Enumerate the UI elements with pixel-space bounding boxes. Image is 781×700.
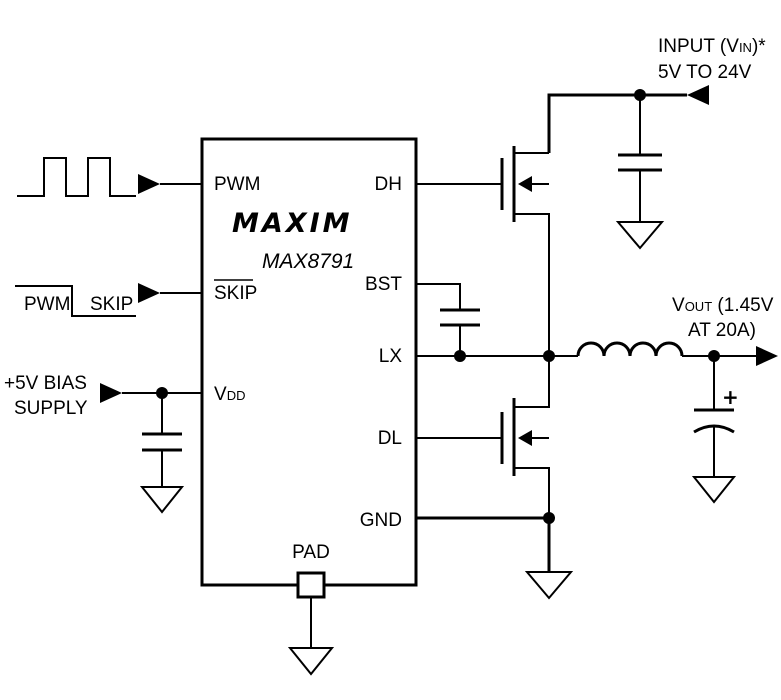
- vdd-ground-icon: [139, 486, 185, 514]
- pin-label-vdd: VDD: [214, 384, 245, 405]
- skip-signal-pwm: PWM: [24, 294, 70, 315]
- output-arrow-icon: [756, 346, 778, 366]
- vout-label: VOUT (1.45V: [672, 295, 774, 316]
- hs-source: [514, 213, 550, 356]
- pwm-waveform: [17, 157, 136, 197]
- pin-label-lx: LX: [379, 346, 403, 367]
- ic-body: [200, 137, 418, 587]
- power-ground-icon: [524, 571, 574, 600]
- input-range-label: 5V TO 24V: [658, 62, 752, 83]
- input-rail: [547, 93, 687, 153]
- pad-ground-icon: [287, 647, 335, 676]
- ic-part-number: MAX8791: [262, 250, 354, 273]
- vout-current-label: AT 20A): [688, 320, 756, 341]
- hs-body-arrow-icon: [518, 176, 532, 192]
- input-label: INPUT (VIN)*: [658, 36, 766, 57]
- out-cap-plus-icon: +: [722, 385, 739, 409]
- bst-lx-junction: [454, 350, 466, 362]
- skip-arrow-icon: [138, 283, 160, 303]
- pin-label-skip: SKIP: [214, 283, 257, 304]
- pin-label-dl: DL: [378, 428, 402, 449]
- input-ground-icon: [615, 221, 665, 250]
- input-arrow-icon: [687, 85, 709, 105]
- skip-signal-skip: SKIP: [90, 294, 133, 315]
- ls-body-arrow-icon: [518, 430, 532, 446]
- inductor-coil: [576, 341, 684, 357]
- bias-label-line2: SUPPLY: [14, 398, 88, 419]
- bias-label-line1: +5V BIAS: [4, 373, 87, 394]
- ls-source: [514, 467, 550, 518]
- pwm-arrow-icon: [138, 174, 160, 194]
- pin-label-pad: PAD: [292, 542, 330, 563]
- ic-logo: MAXIM: [232, 208, 353, 239]
- bias-arrow-icon: [100, 383, 122, 403]
- bst-wire: [416, 283, 461, 310]
- pin-label-gnd: GND: [360, 510, 402, 531]
- pin-label-bst: BST: [365, 274, 402, 295]
- ls-drain: [514, 356, 550, 408]
- skip-level-line: [15, 285, 136, 317]
- pin-label-dh: DH: [375, 174, 402, 195]
- pin-label-pwm: PWM: [214, 174, 260, 195]
- output-ground-icon: [691, 476, 737, 504]
- pad-square: [296, 571, 326, 599]
